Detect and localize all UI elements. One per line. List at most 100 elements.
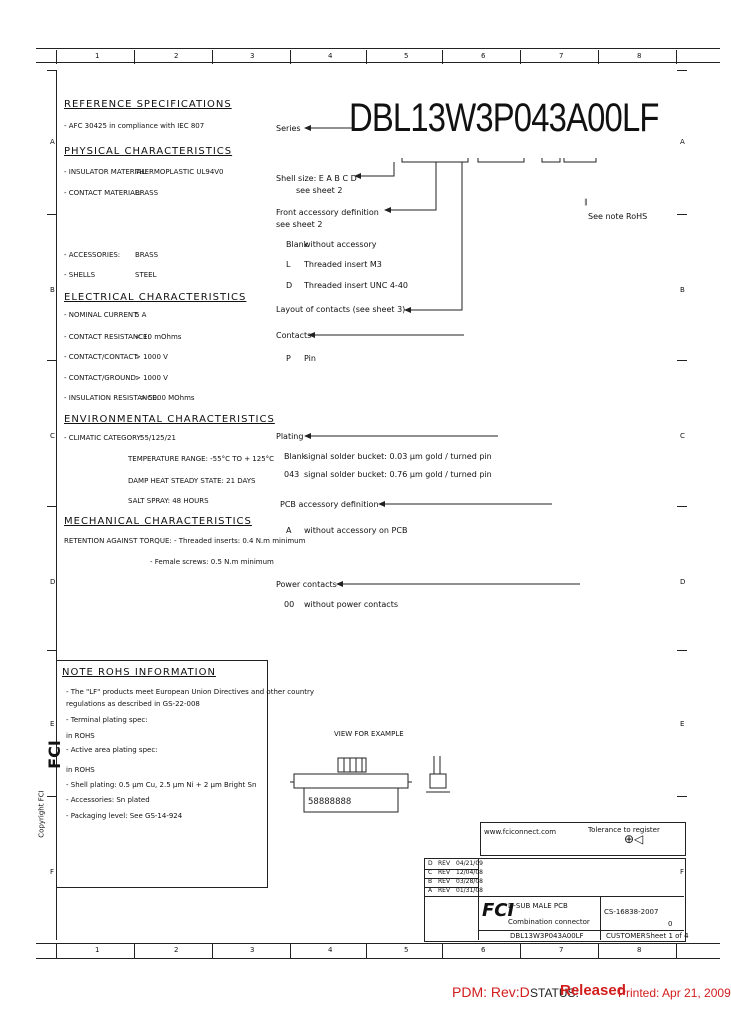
plating-key-1: 043 [284, 470, 300, 479]
acc-key-1: L [286, 260, 291, 269]
row-tick [677, 650, 687, 651]
printed-date: Printed: Apr 21, 2009 [618, 986, 731, 1000]
contacts-leader [308, 332, 464, 338]
rev-letter: D [428, 860, 433, 867]
power-leader [336, 581, 580, 587]
physical-key-0: - INSULATOR MATERIAL: [64, 168, 148, 176]
rohs-marker: ∥ [584, 198, 588, 206]
electrical-val-3: > 1000 V [135, 374, 168, 382]
physical-val-0: THERMOPLASTIC UL94V0 [135, 168, 224, 176]
physical-key-3: - SHELLS [64, 271, 96, 279]
drawing-number: CS-16838-2007 [604, 908, 659, 916]
physical-key-2: - ACCESSORIES: [64, 251, 121, 259]
column-marker: 5 [404, 946, 409, 954]
electrical-key-2: - CONTACT/CONTACT: [64, 353, 140, 361]
plating-label: Plating [276, 432, 304, 441]
rohs-note-line: in ROHS [66, 732, 95, 740]
rev-desc: REV [438, 887, 451, 894]
tb-hline-2 [478, 930, 684, 931]
contacts-val: Pin [304, 354, 316, 363]
rohs-note-line: - Active area plating spec: [66, 746, 158, 754]
frame-bottom [36, 958, 720, 959]
shell-size-leader [354, 162, 395, 179]
row-marker: C [680, 432, 685, 440]
column-tick [56, 50, 57, 64]
shell-size-label: Shell size: E A B C D [276, 174, 357, 183]
column-tick [442, 944, 443, 958]
rohs-note-line: - Packaging level: See GS-14-924 [66, 812, 183, 820]
front-acc-see: see sheet 2 [276, 220, 323, 229]
sheet-of: Sheet 1 of 4 [646, 932, 689, 940]
tb-hline-1 [478, 896, 684, 897]
rohs-note-line: regulations as described in GS-22-008 [66, 700, 200, 708]
electrical-title: ELECTRICAL CHARACTERISTICS [64, 292, 247, 303]
website: www.fciconnect.com [484, 828, 557, 836]
row-tick [47, 650, 57, 651]
row-tick [677, 506, 687, 507]
series-label: Series [276, 124, 301, 133]
rev-row-line [424, 878, 478, 879]
column-tick [520, 50, 521, 64]
column-marker: 3 [250, 52, 255, 60]
rev-desc: REV [438, 860, 451, 867]
layout-leader [404, 162, 463, 313]
electrical-val-4: > 5000 MOhms [140, 394, 195, 402]
rev-date: 03/28/08 [456, 878, 483, 885]
env-val-0: 55/125/21 [140, 434, 176, 442]
plating-val-1: signal solder bucket: 0.76 µm gold / tur… [304, 470, 492, 479]
rohs-note-title: NOTE ROHS INFORMATION [62, 667, 216, 678]
pcb-acc-label: PCB accessory definition [280, 500, 379, 509]
pcb-acc-key: A [286, 526, 292, 535]
physical-val-3: STEEL [135, 271, 157, 279]
column-marker: 8 [637, 946, 642, 954]
row-marker: B [680, 286, 685, 294]
env-key-0: - CLIMATIC CATEGORY: [64, 434, 143, 442]
rev-date: 12/04/08 [456, 869, 483, 876]
title-block-main [424, 858, 686, 942]
sheet-number: 0 [668, 920, 673, 928]
rohs-note-line: in ROHS [66, 766, 95, 774]
row-marker: E [680, 720, 685, 728]
row-marker: E [50, 720, 55, 728]
rohs-note-line: - Terminal plating spec: [66, 716, 148, 724]
ref-spec-line: - AFC 30425 in compliance with IEC 807 [64, 122, 205, 130]
acc-val-2: Threaded insert UNC 4-40 [304, 281, 408, 290]
rohs-note-box [56, 660, 268, 888]
column-tick [212, 50, 213, 64]
shell-size-see: see sheet 2 [296, 186, 343, 195]
electrical-val-2: > 1000 V [135, 353, 168, 361]
physical-val-2: BRASS [135, 251, 159, 259]
column-tick [676, 944, 677, 958]
column-marker: 7 [559, 946, 564, 954]
electrical-key-1: - CONTACT RESISTANCE: [64, 333, 150, 341]
electrical-val-1: < 10 mOhms [135, 333, 182, 341]
power-val: without power contacts [304, 600, 398, 609]
doc-number: DBL13W3P043A00LF [510, 932, 584, 940]
pin-labels: 58888888 [308, 797, 351, 807]
column-marker: 8 [637, 52, 642, 60]
acc-val-0: without accessory [304, 240, 377, 249]
layout-label: Layout of contacts (see sheet 3) [276, 305, 406, 314]
column-marker: 4 [328, 946, 333, 954]
title-block-top [480, 822, 686, 856]
row-tick [47, 214, 57, 215]
connector-drawing: 58888888 [290, 756, 450, 813]
env-val-1: TEMPERATURE RANGE: -55°C TO + 125°C [128, 455, 275, 463]
pcb-acc-val: without accessory on PCB [304, 526, 408, 535]
row-tick [677, 360, 687, 361]
row-marker: F [50, 868, 55, 876]
column-tick [366, 944, 367, 958]
view-example-label: VIEW FOR EXAMPLE [334, 730, 404, 738]
column-tick [134, 944, 135, 958]
frame-top-inner [36, 62, 720, 63]
row-marker: A [50, 138, 55, 146]
tolerance-label: Tolerance to register [588, 826, 660, 834]
power-label: Power contacts [276, 580, 337, 589]
tb-divider-2 [600, 896, 601, 940]
plating-key-0: Blank [284, 452, 307, 461]
rohs-note-line: - Shell plating: 0.5 µm Cu, 2.5 µm Ni + … [66, 781, 257, 789]
column-tick [56, 944, 57, 958]
column-marker: 2 [174, 946, 179, 954]
row-tick [47, 360, 57, 361]
rev-letter: B [428, 878, 433, 885]
